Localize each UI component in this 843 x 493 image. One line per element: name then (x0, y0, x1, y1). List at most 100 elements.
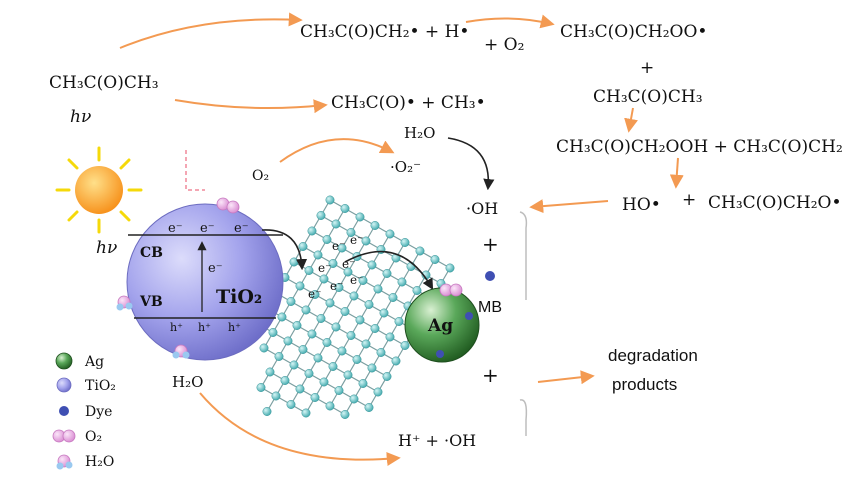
h2o-top-label: H₂O (404, 124, 435, 142)
graphene-atom (340, 307, 350, 316)
electron-graphene-7: e⁻ (308, 287, 321, 301)
graphene-atom (325, 298, 335, 308)
tio2-legend-icon (56, 377, 72, 393)
hole-2: h⁺ (198, 321, 211, 334)
electron-graphene-6: e⁻ (350, 273, 363, 287)
graphene-atom (370, 324, 380, 333)
light-beam (185, 150, 205, 191)
arrow-radical-to-peroxy (465, 14, 555, 29)
graphene-atom (331, 219, 341, 229)
graphene-atom (394, 317, 404, 326)
graphene-atom (430, 255, 440, 264)
graphene-atom (388, 293, 398, 302)
electron-graphene-2: e⁻ (350, 233, 363, 247)
graphene-atom (445, 263, 455, 273)
graphene-atom (301, 408, 311, 418)
graphene-atom (385, 229, 395, 239)
graphene-atom (391, 356, 401, 366)
electron-cb-1: e⁻ (168, 221, 183, 236)
graphene-atom (268, 328, 278, 337)
electron-transfer-arrows (261, 137, 495, 290)
ho-radical: HO• (622, 195, 661, 215)
graphene-atom (340, 410, 350, 419)
degradation-label-1: degradation (608, 346, 698, 365)
hv-label: hν (96, 238, 117, 258)
graphene-atom (370, 221, 380, 230)
graphene-atom (304, 266, 314, 275)
arrow-o2-to-superoxide (279, 138, 395, 163)
graphene-atom (322, 338, 332, 347)
graphene-atom (313, 353, 323, 363)
graphene-atom (289, 257, 299, 267)
graphene-atom (337, 243, 347, 253)
arrow-to-degradation (537, 370, 595, 385)
graphene-atom (331, 322, 341, 332)
plus-a: + (640, 58, 654, 78)
graphene-atom (310, 393, 320, 402)
graphene-atom (286, 400, 296, 409)
graphene-atom (349, 291, 359, 301)
hole-3: h⁺ (228, 321, 241, 334)
electron-gap: e⁻ (208, 261, 223, 276)
radical-products: CH₃C(O)CH₂• + H• (300, 22, 469, 42)
legend-label-tio2: TiO₂ (85, 378, 116, 394)
graphene-atom (397, 277, 407, 287)
graphene-atom (262, 407, 272, 416)
graphene-atom (400, 341, 410, 350)
degradation-label-2: products (612, 375, 677, 394)
graphene-atom (271, 391, 281, 401)
arrow-to-oh (529, 199, 609, 214)
graphene-atom (322, 235, 332, 244)
vb-label: VB (139, 294, 163, 310)
graphene-atom (400, 238, 410, 247)
graphene-atom (376, 348, 386, 357)
bracket-lines (519, 211, 528, 436)
o2-label: O₂ (252, 168, 269, 184)
plus-1: + (482, 232, 499, 256)
dye-legend-icon (59, 406, 69, 416)
graphene-atom (328, 259, 338, 268)
graphene-atom (301, 305, 311, 315)
h2o-molecule-icon (116, 295, 190, 359)
graphene-atom (367, 363, 377, 373)
acetone-label: CH₃C(O)CH₃ (49, 73, 159, 93)
graphene-atom (259, 343, 269, 353)
graphene-atom (292, 321, 302, 330)
alkoxy-radical: CH₃C(O)CH₂O• (708, 193, 841, 213)
graphene-atom (316, 314, 326, 323)
electron-graphene-4: e⁻ (342, 257, 355, 271)
legend-label-o2: O₂ (85, 429, 102, 445)
electron-graphene-3: e⁻ (318, 261, 331, 275)
electron-cb-3: e⁻ (234, 221, 249, 236)
sun-icon (55, 146, 143, 234)
graphene-atom (364, 300, 374, 309)
electron-graphene-1: e⁻ (332, 239, 345, 253)
graphene-atom (373, 284, 383, 294)
graphene-atom (325, 401, 335, 411)
graphene-atom (307, 226, 317, 236)
graphene-atom (307, 329, 317, 339)
graphene-atom (334, 386, 344, 395)
graphene-atom (274, 352, 284, 361)
graphene-atom (298, 242, 308, 251)
graphene-atom (316, 211, 326, 220)
graphene-atom (361, 339, 371, 349)
graphene-atom (343, 267, 353, 277)
graphene-sheet (253, 195, 455, 419)
graphene-atom (289, 360, 299, 370)
graphene-atom (319, 377, 329, 387)
o2-molecule-icon (216, 197, 463, 297)
graphene-atom (346, 228, 356, 237)
graphene-atom (349, 394, 359, 404)
reaction-arrows (119, 12, 684, 466)
graphene-atom (355, 315, 365, 325)
superoxide-label: ·O₂⁻ (390, 158, 421, 176)
graphene-atom (319, 274, 329, 284)
graphene-atom (283, 336, 293, 346)
legend-label-ag: Ag (84, 354, 104, 370)
reaction-scheme: CH₃C(O)CH₃ hν CH₃C(O)CH₂• + H• + O₂ CH₃C… (49, 22, 843, 215)
peroxy-radical: CH₃C(O)CH₂OO• (560, 22, 707, 42)
graphene-atom (298, 345, 308, 354)
graphene-atom (364, 403, 374, 412)
